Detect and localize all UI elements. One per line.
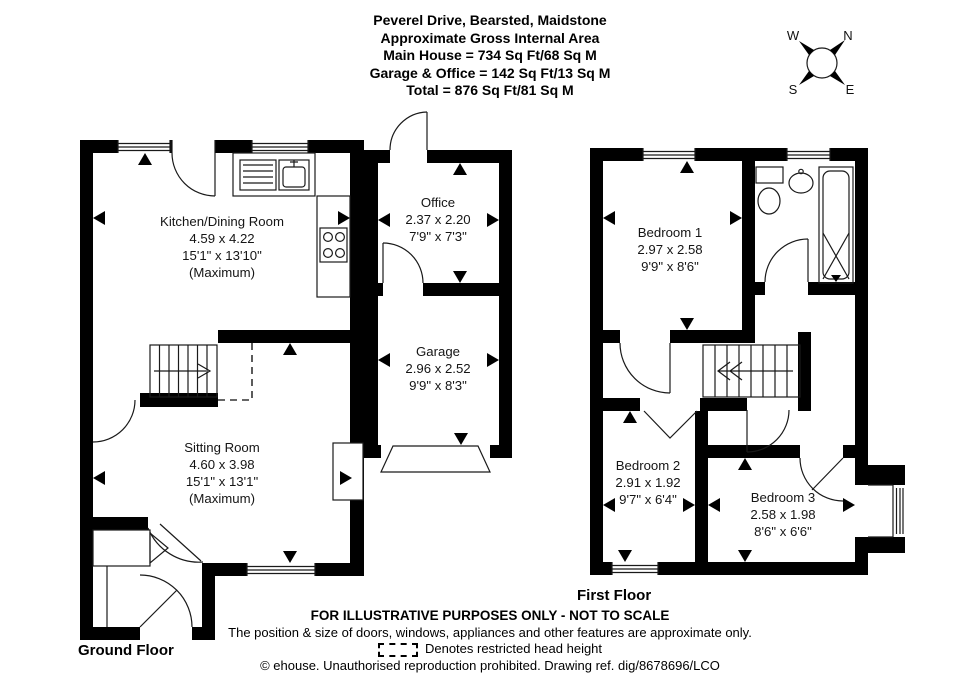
room-imperial: 15'1" x 13'1": [186, 474, 259, 489]
toilet: [755, 166, 784, 215]
room-name: Bedroom 2: [616, 458, 681, 473]
area-subtitle: Approximate Gross Internal Area: [380, 29, 600, 46]
footer-approx-note: The position & size of doors, windows, a…: [228, 624, 752, 640]
office-external-door-swing: [389, 111, 428, 151]
room-imperial: 7'9" x 7'3": [409, 229, 467, 244]
front-door-swing: [139, 574, 193, 628]
room-label-bedroom2: Bedroom 2 2.91 x 1.92 9'7" x 6'4": [615, 458, 680, 507]
room-name: Bedroom 3: [751, 490, 816, 505]
room-imperial: 9'7" x 6'4": [619, 492, 677, 507]
kitchen-counter: [232, 152, 351, 298]
room-metric: 2.58 x 1.98: [750, 507, 815, 522]
bathroom-window: [786, 148, 831, 161]
footer-disclaimer: FOR ILLUSTRATIVE PURPOSES ONLY - NOT TO …: [310, 608, 670, 623]
room-label-bedroom1: Bedroom 1 2.97 x 2.58 9'9" x 8'6": [637, 225, 702, 274]
kitchen-sink-window: [251, 140, 309, 153]
ground-stairs: [149, 344, 218, 398]
bathtub: [818, 166, 854, 284]
property-address: Peverel Drive, Bearsted, Maidstone: [373, 12, 607, 28]
first-floor-plan: Bedroom 1 2.97 x 2.58 9'9" x 8'6" Bedroo…: [590, 148, 905, 575]
room-label-bedroom3: Bedroom 3 2.58 x 1.98 8'6" x 6'6": [750, 490, 815, 539]
kitchen-rear-door-swing: [171, 140, 216, 197]
porch-sitting-door-swing: [147, 523, 204, 563]
chimney-breast: [332, 442, 364, 501]
hall-door-swing: [92, 399, 136, 443]
room-imperial: 9'9" x 8'3": [409, 378, 467, 393]
room-name: Garage: [416, 344, 460, 359]
room-label-sitting-room: Sitting Room 4.60 x 3.98 15'1" x 13'1" (…: [184, 440, 260, 506]
room-metric: 4.60 x 3.98: [189, 457, 254, 472]
first-measure-arrows: [603, 161, 855, 562]
room-note: (Maximum): [189, 265, 255, 280]
room-label-kitchen: Kitchen/Dining Room 4.59 x 4.22 15'1" x …: [160, 214, 284, 280]
ground-floor-plan: Kitchen/Dining Room 4.59 x 4.22 15'1" x …: [80, 111, 512, 640]
compass-east-label: E: [846, 82, 855, 97]
kitchen-window: [117, 140, 171, 153]
room-name: Office: [421, 195, 455, 210]
room-imperial: 8'6" x 6'6": [754, 524, 812, 539]
room-imperial: 9'9" x 8'6": [641, 259, 699, 274]
restricted-head-height-line: [218, 343, 253, 401]
first-floor-label: First Floor: [577, 587, 652, 604]
sink-bowl: [278, 159, 310, 191]
footer-legend-line: Denotes restricted head height: [0, 641, 980, 658]
garage-office-area: Garage & Office = 142 Sq Ft/13 Sq M: [369, 64, 611, 81]
compass-north-arm: [830, 40, 845, 55]
ground-measure-arrows: [93, 153, 499, 563]
first-stairs: [702, 344, 801, 398]
bathroom-door-swing: [764, 238, 809, 283]
footer-legend-text: Denotes restricted head height: [424, 641, 603, 656]
landing-door-swing: [746, 409, 790, 453]
compass-south-arm: [799, 71, 814, 85]
ground-floor-label: Ground Floor: [78, 642, 174, 659]
total-area: Total = 876 Sq Ft/81 Sq M: [406, 82, 574, 98]
restricted-head-height-icon: [377, 642, 418, 657]
porch-closet: [92, 529, 169, 627]
room-name: Sitting Room: [184, 440, 260, 455]
footer-block: FOR ILLUSTRATIVE PURPOSES ONLY - NOT TO …: [0, 608, 980, 674]
office-garage-door-swing: [382, 242, 424, 284]
bay-window: [868, 484, 904, 538]
compass-south-label: S: [789, 82, 798, 97]
bedroom3-door-swing: [799, 457, 844, 502]
room-label-office: Office 2.37 x 2.20 7'9" x 7'3": [405, 195, 470, 244]
footer-copyright: © ehouse. Unauthorised reproduction proh…: [260, 657, 720, 673]
room-name: Bedroom 1: [638, 225, 703, 240]
room-metric: 4.59 x 4.22: [189, 231, 254, 246]
compass-east-arm: [830, 71, 845, 85]
room-metric: 2.97 x 2.58: [637, 242, 702, 257]
compass-north-label: N: [843, 28, 852, 43]
main-house-area: Main House = 734 Sq Ft/68 Sq M: [383, 47, 597, 63]
bedroom1-window: [642, 148, 696, 161]
bedroom2-door-swing: [643, 410, 698, 439]
sink-drainer: [239, 159, 277, 191]
garage-door: [380, 445, 491, 473]
bedroom2-window: [611, 562, 659, 575]
room-label-garage: Garage 2.96 x 2.52 9'9" x 8'3": [405, 344, 470, 393]
room-imperial: 15'1" x 13'10": [182, 248, 262, 263]
room-metric: 2.91 x 1.92: [615, 475, 680, 490]
title-block: Peverel Drive, Bearsted, Maidstone Appro…: [0, 12, 980, 100]
compass-west-label: W: [787, 28, 800, 43]
room-metric: 2.96 x 2.52: [405, 361, 470, 376]
room-metric: 2.37 x 2.20: [405, 212, 470, 227]
hob: [319, 227, 348, 263]
wash-basin: [788, 168, 814, 194]
room-name: Kitchen/Dining Room: [160, 214, 284, 229]
compass-west-arm: [799, 41, 814, 55]
sitting-room-window: [246, 563, 316, 576]
compass-rose: W N S E: [787, 28, 855, 97]
room-note: (Maximum): [189, 491, 255, 506]
bedroom1-door-swing: [619, 342, 671, 394]
